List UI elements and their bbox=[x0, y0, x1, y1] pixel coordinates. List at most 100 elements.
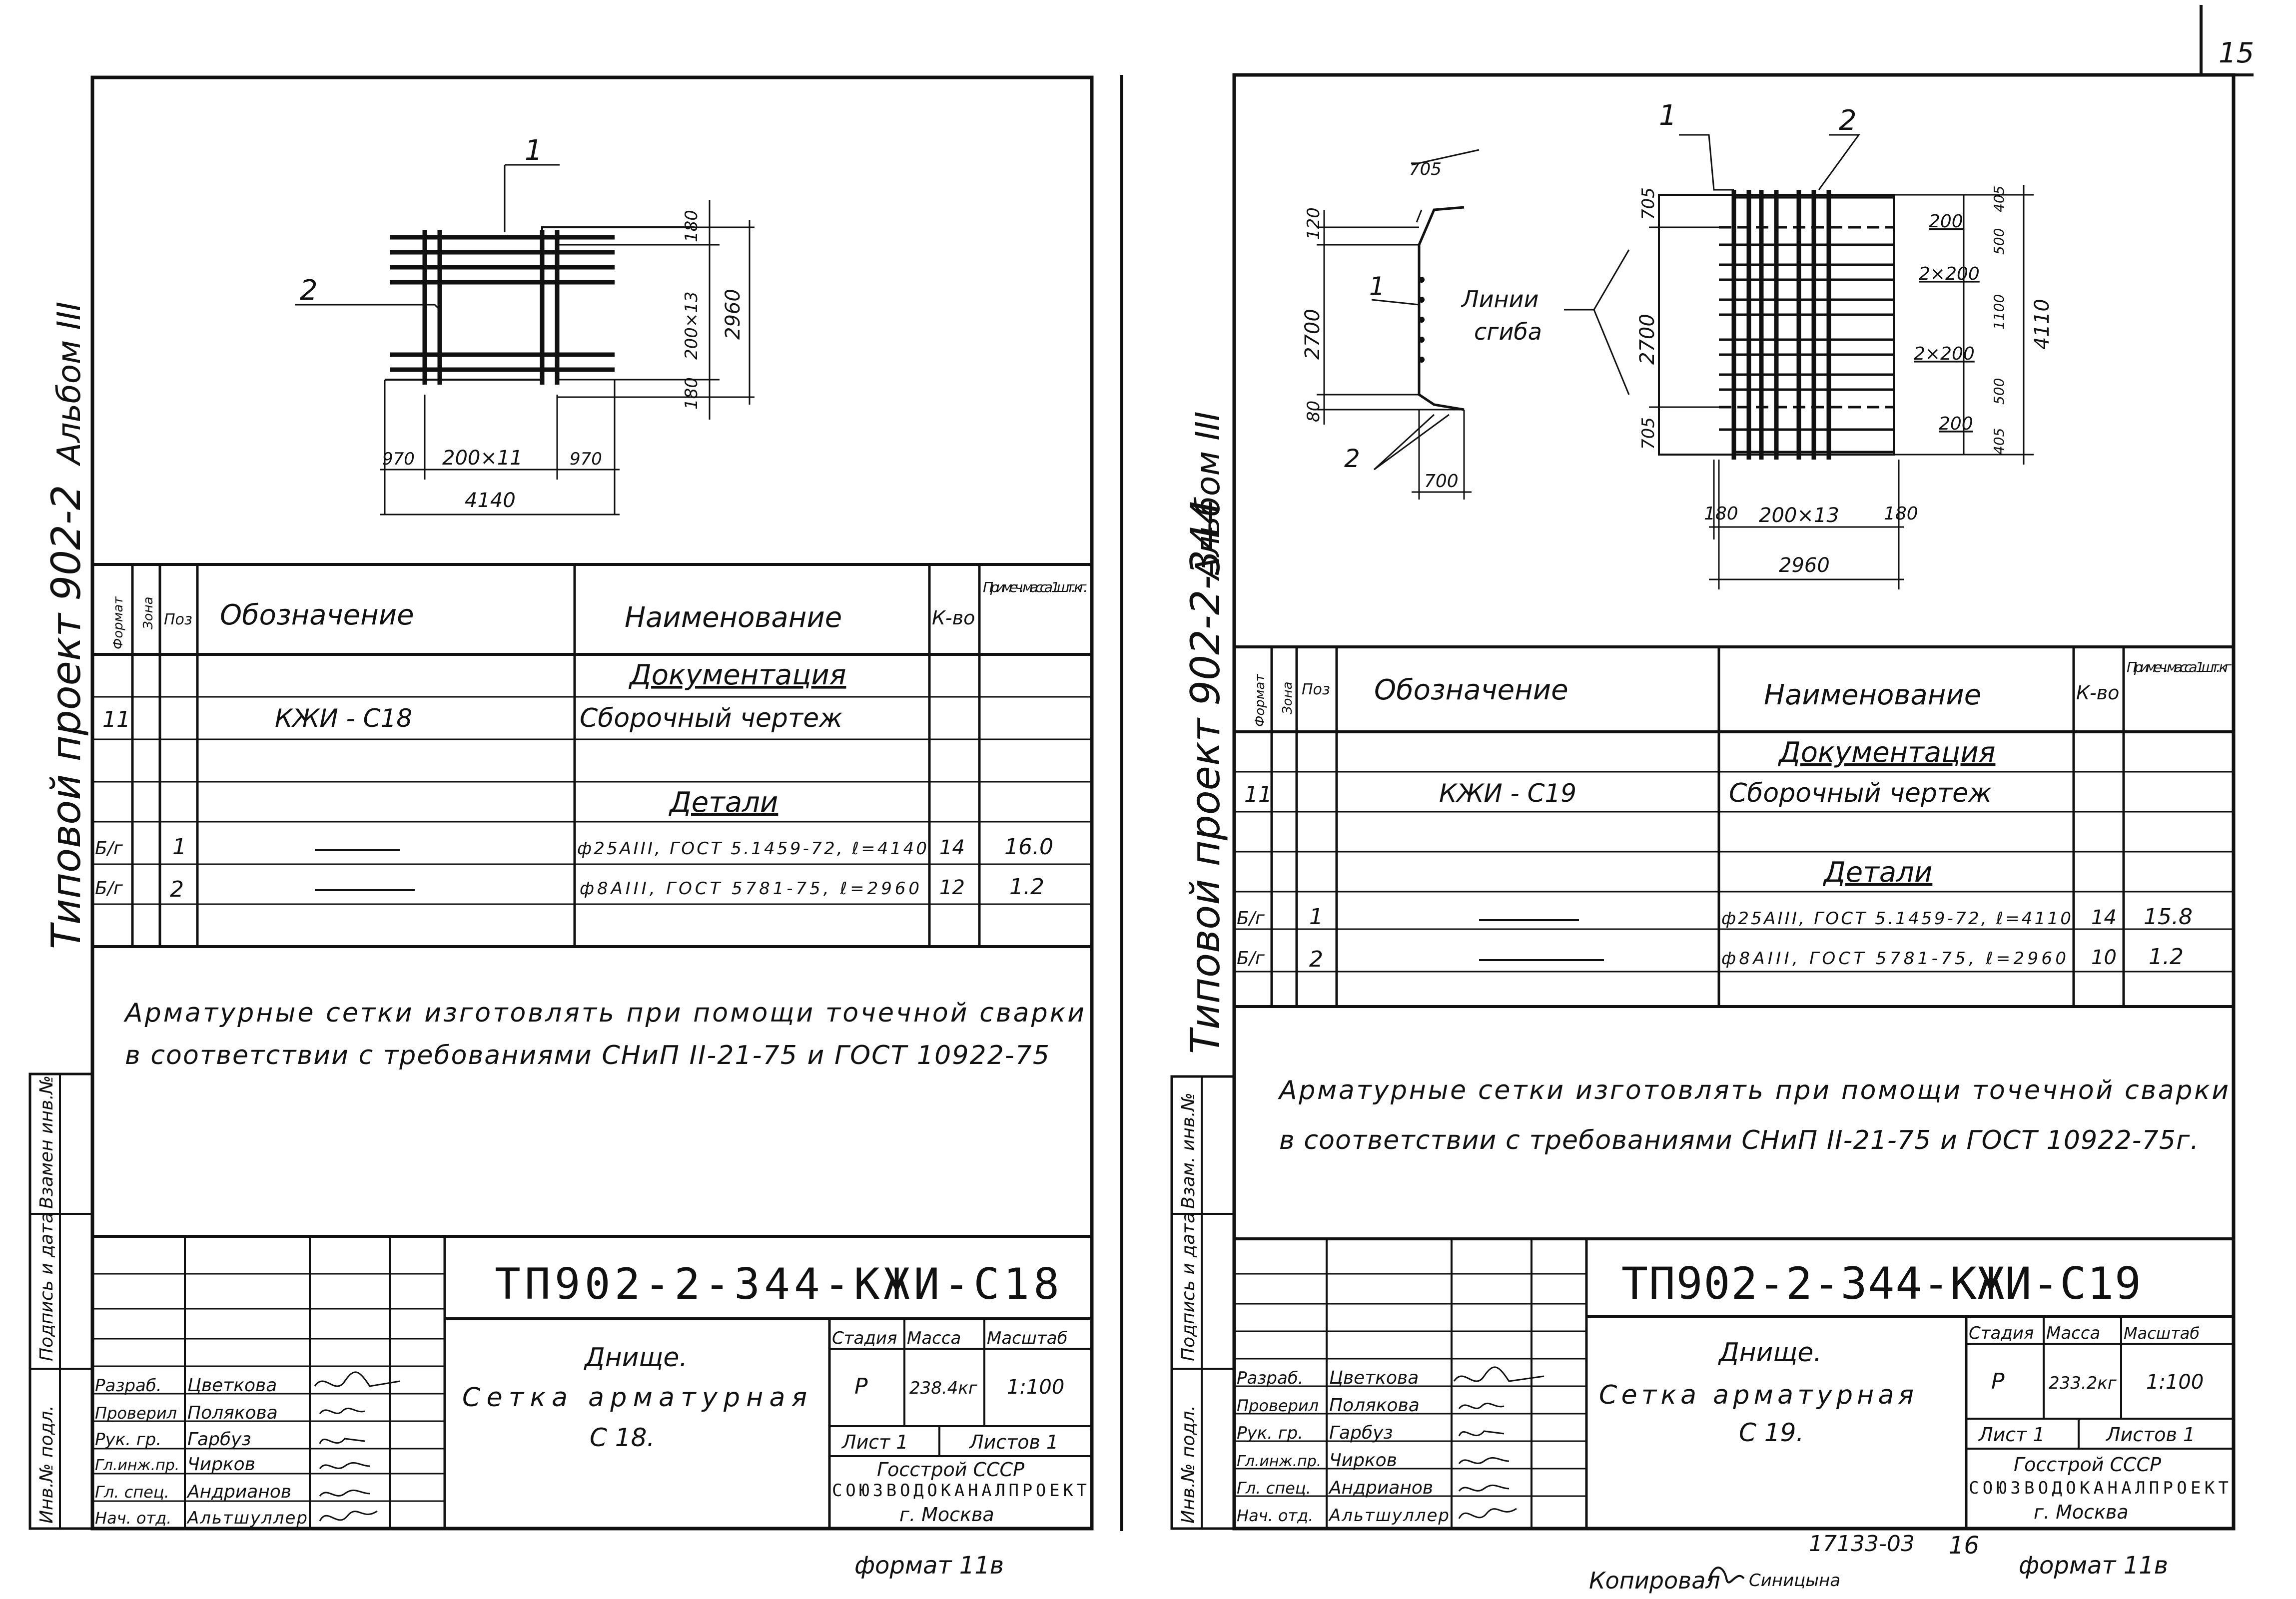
right-h-designation: Обозначение bbox=[1374, 674, 1568, 706]
right-project-label: Типовой проект 902-2-344 bbox=[1182, 499, 1229, 1054]
left-row1-name: ф25АIII, ГОСТ 5.1459-72, ℓ=4140 bbox=[577, 839, 927, 859]
left-album-label: Альбом III bbox=[51, 302, 88, 467]
right-doc-name: Сборочный чертеж bbox=[1729, 778, 1992, 808]
footer-format-right: формат 11в bbox=[2019, 1552, 2168, 1580]
left-name-5: Андрианов bbox=[186, 1482, 291, 1502]
right-dim-705-a: 705 bbox=[1638, 187, 1658, 220]
right-row2-format: Б/г bbox=[1237, 948, 1265, 969]
right-dim-200-a: 200 bbox=[1929, 211, 1963, 232]
left-doc-designation: КЖИ - С18 bbox=[275, 704, 412, 733]
left-h-designation: Обозначение bbox=[220, 599, 414, 631]
right-name-1: Цветкова bbox=[1329, 1368, 1419, 1388]
right-tb-sheets: Листов 1 bbox=[2105, 1424, 2195, 1446]
left-title-block: ТП902-2-344-КЖИ-С18 Днище. Сетка арматур… bbox=[92, 1235, 1092, 1529]
right-bend-1: Линии bbox=[1461, 286, 1538, 313]
left-signatures bbox=[314, 1371, 400, 1522]
footer-copied-by: Копировал bbox=[1589, 1567, 1720, 1594]
right-dim-180-r: 180 bbox=[1884, 504, 1918, 524]
left-stamp-replace: Взамен инв.№ bbox=[36, 1075, 57, 1209]
right-tb-sheet: Лист 1 bbox=[1978, 1424, 2045, 1446]
right-row2-qty: 10 bbox=[2091, 946, 2117, 969]
right-dim-2700: 2700 bbox=[1636, 314, 1659, 365]
left-stamp-inv: Инв.№ подл. bbox=[36, 1405, 57, 1524]
left-h-qty: К-во bbox=[932, 607, 975, 629]
left-role-6: Нач. отд. bbox=[95, 1509, 171, 1528]
right-row2-name: ф8АIII, ГОСТ 5781-75, ℓ=2960 bbox=[1721, 949, 2066, 969]
left-role-1: Разраб. bbox=[95, 1376, 162, 1396]
left-row1-format: Б/г bbox=[95, 838, 123, 859]
right-stamp-inv: Инв.№ подл. bbox=[1178, 1405, 1199, 1524]
right-tb-h-scale: Масштаб bbox=[2124, 1324, 2200, 1343]
right-name-5: Андрианов bbox=[1328, 1478, 1433, 1498]
right-note-1: Арматурные сетки изготовлять при помощи … bbox=[1278, 1075, 2229, 1105]
left-mesh-drawing: 1 2 180 200×13 2960 180 970 200×11 970 4… bbox=[295, 134, 755, 516]
right-role-6: Нач. отд. bbox=[1237, 1506, 1313, 1525]
left-h-zone: Зона bbox=[141, 596, 156, 629]
left-tb-h-mass: Масса bbox=[907, 1328, 961, 1348]
right-row2-note: 1.2 bbox=[2149, 944, 2184, 970]
right-row1-pos: 1 bbox=[1309, 904, 1323, 930]
right-dim-1100-a: 1100 bbox=[1991, 294, 2007, 330]
right-name-6: Альтшуллер bbox=[1328, 1506, 1449, 1526]
right-title-block: ТП902-2-344-КЖИ-С19 Днище. Сетка арматур… bbox=[1234, 1237, 2234, 1529]
right-stamp-sign: Подпись и дата bbox=[1178, 1212, 1199, 1361]
right-tb-title-1: Днище. bbox=[1718, 1338, 1822, 1368]
left-tb-mass: 238.4кг bbox=[909, 1378, 978, 1398]
right-side-labels: Альбом III Типовой проект 902-2-344 Инв.… bbox=[1170, 412, 1236, 1530]
left-tb-sheet: Лист 1 bbox=[841, 1431, 908, 1453]
left-tb-stage: Р bbox=[854, 1374, 868, 1399]
left-note-1: Арматурные сетки изготовлять при помощи … bbox=[123, 998, 1084, 1028]
left-row1-qty: 14 bbox=[939, 836, 965, 859]
right-notes: Арматурные сетки изготовлять при помощи … bbox=[1278, 1075, 2229, 1155]
left-role-5: Гл. спец. bbox=[95, 1483, 169, 1502]
left-row1-note: 16.0 bbox=[1004, 834, 1053, 860]
right-dim-2960: 2960 bbox=[1779, 554, 1830, 577]
right-h-format: Формат bbox=[1253, 674, 1268, 727]
right-dim-2700-side: 2700 bbox=[1301, 309, 1324, 360]
right-name-4: Чирков bbox=[1329, 1450, 1397, 1471]
right-dim-120: 120 bbox=[1304, 207, 1324, 240]
page-number-box: 15 bbox=[2200, 5, 2254, 76]
right-dim-500-b: 500 bbox=[1991, 378, 2007, 405]
right-label-1: 1 bbox=[1659, 99, 1677, 132]
left-label-1: 1 bbox=[525, 134, 543, 167]
right-role-2: Проверил bbox=[1237, 1396, 1319, 1415]
left-tb-org-1: Госстрой СССР bbox=[877, 1459, 1024, 1481]
right-row2-pos: 2 bbox=[1309, 947, 1323, 972]
left-label-2: 2 bbox=[300, 274, 318, 307]
footer-format-left: формат 11в bbox=[854, 1552, 1004, 1580]
left-name-6: Альтшуллер bbox=[186, 1508, 307, 1528]
right-role-4: Гл.инж.пр. bbox=[1237, 1453, 1321, 1470]
left-tb-sheets: Листов 1 bbox=[968, 1431, 1058, 1453]
right-tb-h-stage: Стадия bbox=[1969, 1323, 2034, 1343]
left-tb-title-2: Сетка арматурная bbox=[462, 1383, 807, 1413]
right-bend-2: сгиба bbox=[1474, 318, 1542, 345]
left-spec-table: Формат Зона Поз Обозначение Наименование… bbox=[92, 563, 1092, 948]
right-row1-name: ф25АIII, ГОСТ 5.1459-72, ℓ=4110 bbox=[1721, 909, 2071, 929]
left-tb-h-stage: Стадия bbox=[832, 1328, 897, 1348]
footer-order-no: 17133-03 bbox=[1809, 1531, 1915, 1557]
right-h-note: Примеч. масса 1шт. кг bbox=[2127, 659, 2232, 675]
footer-sheet-no: 16 bbox=[1949, 1532, 1979, 1560]
left-role-3: Рук. гр. bbox=[95, 1430, 161, 1450]
right-role-5: Гл. спец. bbox=[1237, 1479, 1311, 1498]
left-dim-200x11: 200×11 bbox=[442, 447, 523, 470]
footer-copied-signature bbox=[1708, 1567, 1745, 1584]
right-dim-200x13: 200×13 bbox=[1759, 504, 1839, 527]
right-h-pos: Поз bbox=[1302, 681, 1330, 698]
right-dim-705-top: 705 bbox=[1409, 159, 1442, 179]
right-dim-4110: 4110 bbox=[2031, 299, 2054, 350]
right-h-zone: Зона bbox=[1280, 681, 1295, 714]
right-signatures bbox=[1453, 1366, 1544, 1519]
left-row2-format: Б/г bbox=[95, 878, 123, 899]
left-tb-title-3: С 18. bbox=[590, 1423, 655, 1452]
right-h-qty: К-во bbox=[2076, 682, 2119, 704]
left-dim-180-top: 180 bbox=[682, 210, 702, 242]
left-name-4: Чирков bbox=[187, 1454, 255, 1475]
left-dim-970-r: 970 bbox=[570, 449, 602, 469]
right-side-lbl-2: 2 bbox=[1344, 444, 1360, 473]
right-dim-180-l: 180 bbox=[1704, 504, 1738, 524]
right-tb-org-2: СОЮЗВОДОКАНАЛПРОЕКТ bbox=[1969, 1478, 2229, 1498]
right-label-2: 2 bbox=[1839, 104, 1857, 137]
left-tb-title-1: Днище. bbox=[584, 1343, 688, 1373]
